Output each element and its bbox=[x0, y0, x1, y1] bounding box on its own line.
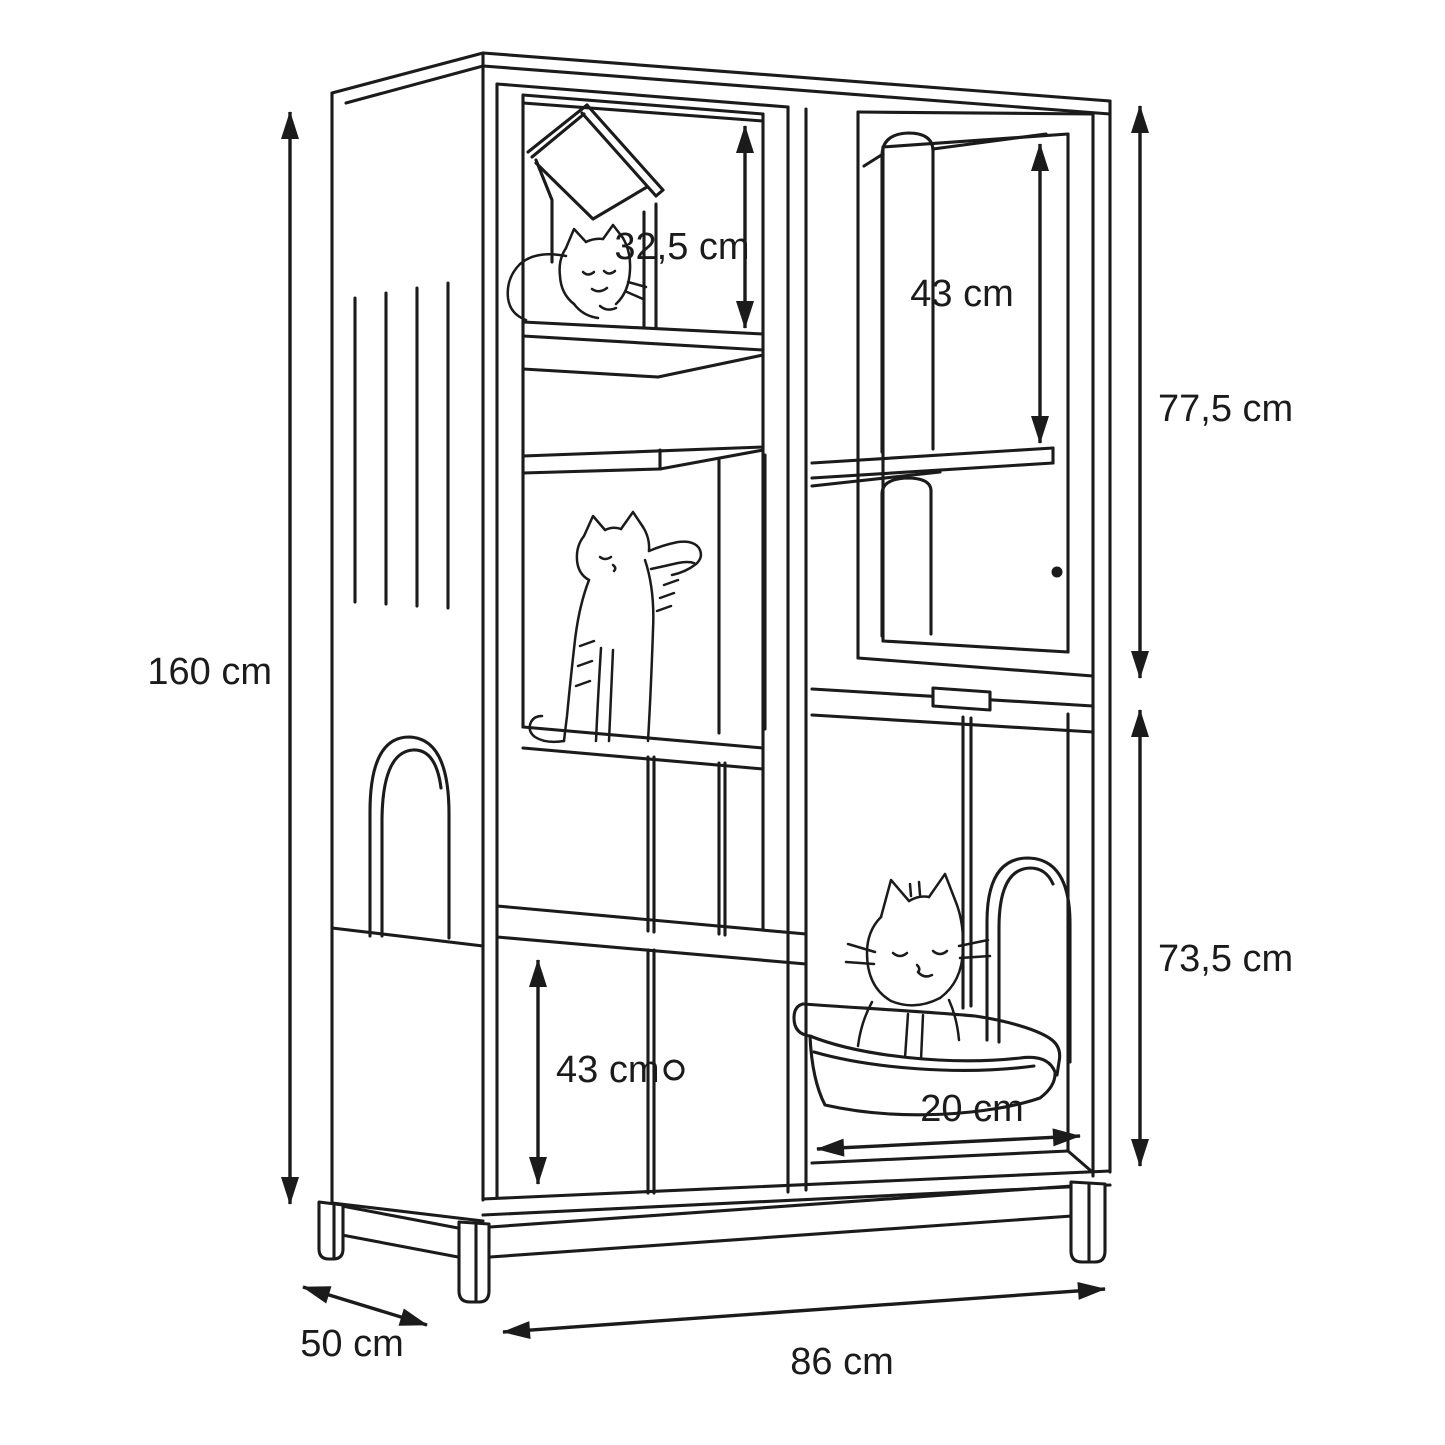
arch-opening-illustration bbox=[985, 856, 1072, 1064]
dim-lower-section: 73,5 cm bbox=[1131, 709, 1293, 1167]
right-door-knob-icon bbox=[1051, 566, 1063, 578]
left-column-structure bbox=[495, 82, 808, 1194]
dim-depth: 50 cm bbox=[300, 1285, 428, 1365]
sleeping-cat-illustration bbox=[506, 223, 648, 322]
cabinet-legs bbox=[317, 1180, 1107, 1304]
dim-scratch-post: 43 cm bbox=[910, 143, 1049, 444]
sitting-cat-illustration bbox=[844, 872, 992, 1062]
grooming-cat-illustration bbox=[528, 510, 703, 744]
cat-house-illustration bbox=[526, 103, 665, 329]
cabinet-shell bbox=[330, 51, 1112, 1259]
litter-box-front bbox=[808, 1034, 1057, 1117]
dim-upper-section: 77,5 cm bbox=[1131, 105, 1293, 679]
dim-total-height: 160 cm bbox=[147, 111, 299, 1205]
dim-label-post: 43 cm bbox=[910, 273, 1013, 315]
divider-handle bbox=[931, 686, 992, 712]
dimension-annotations: 160 cm 32,5 cm 43 cm 77,5 cm 73,5 cm 43 … bbox=[147, 105, 1293, 1383]
dim-label-cabinet: 43 cm bbox=[556, 1049, 659, 1091]
scratching-post-illustration bbox=[880, 131, 935, 638]
dim-label-litter: 20 cm bbox=[920, 1088, 1023, 1130]
dim-label-depth: 50 cm bbox=[300, 1323, 403, 1365]
dim-label-lower: 73,5 cm bbox=[1158, 938, 1293, 980]
lower-left-cabinet bbox=[495, 904, 808, 1195]
dim-litter-clearance: 20 cm bbox=[816, 1088, 1081, 1157]
dim-lower-cabinet: 43 cm bbox=[529, 959, 659, 1185]
left-column-shelves bbox=[521, 320, 767, 937]
litter-box-illustration bbox=[792, 1002, 1062, 1077]
dim-label-height: 160 cm bbox=[147, 651, 272, 693]
dim-label-width: 86 cm bbox=[790, 1341, 893, 1383]
dim-label-upper: 77,5 cm bbox=[1158, 388, 1293, 430]
dim-width: 86 cm bbox=[502, 1281, 1106, 1383]
dim-label-house: 32,5 cm bbox=[614, 226, 749, 268]
dim-house-compartment: 32,5 cm bbox=[614, 125, 754, 329]
door-knob-icon bbox=[663, 1059, 685, 1081]
